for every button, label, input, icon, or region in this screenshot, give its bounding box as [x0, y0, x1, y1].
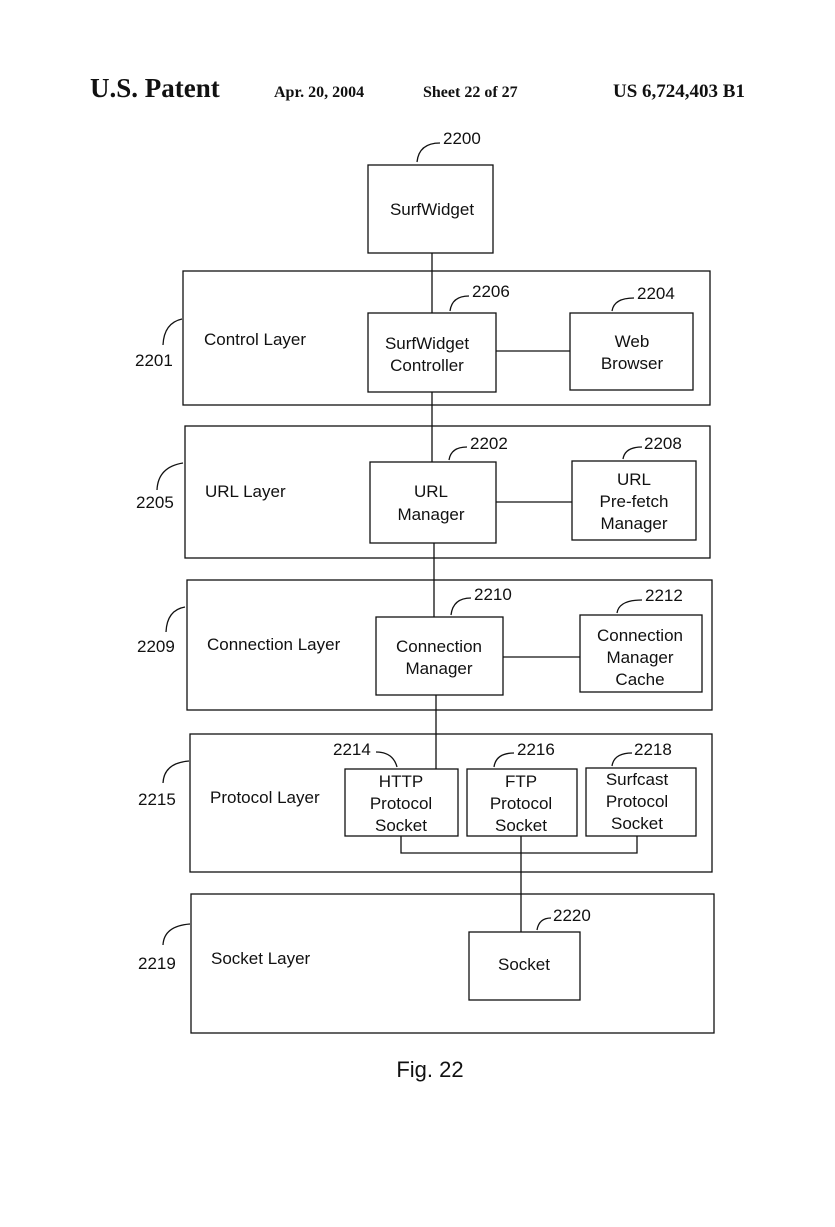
label-connection-manager-line1: Connection	[396, 637, 482, 656]
ref-2220: 2220	[553, 906, 591, 925]
box-connection-manager-cache	[579, 614, 703, 693]
leader-2215	[162, 760, 190, 784]
label-surfwidget-controller-line1: SurfWidget	[385, 334, 469, 353]
layer-frame-control	[182, 270, 711, 406]
layer-ref-2201: 2201	[135, 351, 173, 370]
box-connection-manager	[375, 616, 504, 696]
leader-2219	[162, 923, 191, 946]
box-socket	[468, 931, 581, 1001]
label-web-browser-line2: Browser	[601, 354, 664, 373]
layer-label-connection: Connection Layer	[207, 635, 341, 654]
layer-ref-2215: 2215	[138, 790, 176, 809]
leader-2214	[375, 751, 398, 768]
ref-2212: 2212	[645, 586, 683, 605]
box-surfcast-protocol-socket	[585, 767, 697, 837]
leader-2205	[156, 462, 184, 491]
layer-frame-socket	[190, 893, 715, 1034]
leader-2216	[493, 752, 515, 768]
label-connection-cache-line1: Connection	[597, 626, 683, 645]
box-ftp-protocol-socket	[466, 768, 578, 837]
ref-2218: 2218	[634, 740, 672, 759]
ref-2214: 2214	[333, 740, 371, 759]
box-url-manager	[369, 461, 497, 544]
layer-label-socket: Socket Layer	[211, 949, 311, 968]
label-http-line3: Socket	[375, 816, 427, 835]
ref-2200: 2200	[443, 129, 481, 148]
leader-2218	[611, 752, 633, 767]
layer-frame-url	[184, 425, 711, 559]
box-surfwidget	[367, 164, 494, 254]
header-patent-number: US 6,724,403 B1	[613, 81, 745, 102]
box-web-browser	[569, 312, 694, 391]
layer-label-url: URL Layer	[205, 482, 286, 501]
leader-2201	[162, 318, 183, 346]
leader-2206	[449, 295, 470, 312]
label-surfcast-line2: Protocol	[606, 792, 668, 811]
connector-protocol-sockets-bus	[400, 836, 638, 854]
leader-2204	[611, 297, 635, 312]
header-sheet: Sheet 22 of 27	[423, 84, 518, 101]
layer-ref-2209: 2209	[137, 637, 175, 656]
layer-ref-2219: 2219	[138, 954, 176, 973]
layer-frame-protocol	[189, 733, 713, 873]
layer-frame-connection	[186, 579, 713, 711]
label-url-prefetch-line2: Pre-fetch	[600, 492, 669, 511]
label-url-prefetch-line3: Manager	[600, 514, 667, 533]
ref-2202: 2202	[470, 434, 508, 453]
label-url-manager-line1: URL	[414, 482, 448, 501]
figure-caption: Fig. 22	[396, 1057, 463, 1082]
label-ftp-line1: FTP	[505, 772, 537, 791]
label-ftp-line2: Protocol	[490, 794, 552, 813]
label-http-line1: HTTP	[379, 772, 423, 791]
leader-2212	[616, 599, 643, 614]
label-http-line2: Protocol	[370, 794, 432, 813]
label-connection-cache-line3: Cache	[615, 670, 664, 689]
leader-2220	[536, 917, 552, 931]
box-url-prefetch-manager	[571, 460, 697, 541]
ref-2210: 2210	[474, 585, 512, 604]
ref-2204: 2204	[637, 284, 675, 303]
label-surfwidget-controller-line2: Controller	[390, 356, 464, 375]
label-surfwidget: SurfWidget	[390, 200, 474, 219]
label-ftp-line3: Socket	[495, 816, 547, 835]
layer-label-control: Control Layer	[204, 330, 306, 349]
header-date: Apr. 20, 2004	[274, 84, 364, 101]
label-connection-manager-line2: Manager	[405, 659, 472, 678]
layer-ref-2205: 2205	[136, 493, 174, 512]
leader-2202	[448, 446, 468, 461]
leader-2200	[416, 142, 441, 163]
label-web-browser-line1: Web	[615, 332, 650, 351]
label-url-prefetch-line1: URL	[617, 470, 651, 489]
label-surfcast-line1: Surfcast	[606, 770, 669, 789]
leader-2209	[165, 606, 186, 633]
leader-2208	[622, 446, 643, 460]
label-url-manager-line2: Manager	[397, 505, 464, 524]
box-http-protocol-socket	[344, 768, 459, 837]
header-patent-label: U.S. Patent	[90, 73, 220, 103]
ref-2206: 2206	[472, 282, 510, 301]
ref-2208: 2208	[644, 434, 682, 453]
label-socket: Socket	[498, 955, 550, 974]
layer-label-protocol: Protocol Layer	[210, 788, 320, 807]
box-surfwidget-controller	[367, 312, 497, 393]
ref-2216: 2216	[517, 740, 555, 759]
leader-2210	[450, 597, 472, 616]
label-surfcast-line3: Socket	[611, 814, 663, 833]
label-connection-cache-line2: Manager	[606, 648, 673, 667]
